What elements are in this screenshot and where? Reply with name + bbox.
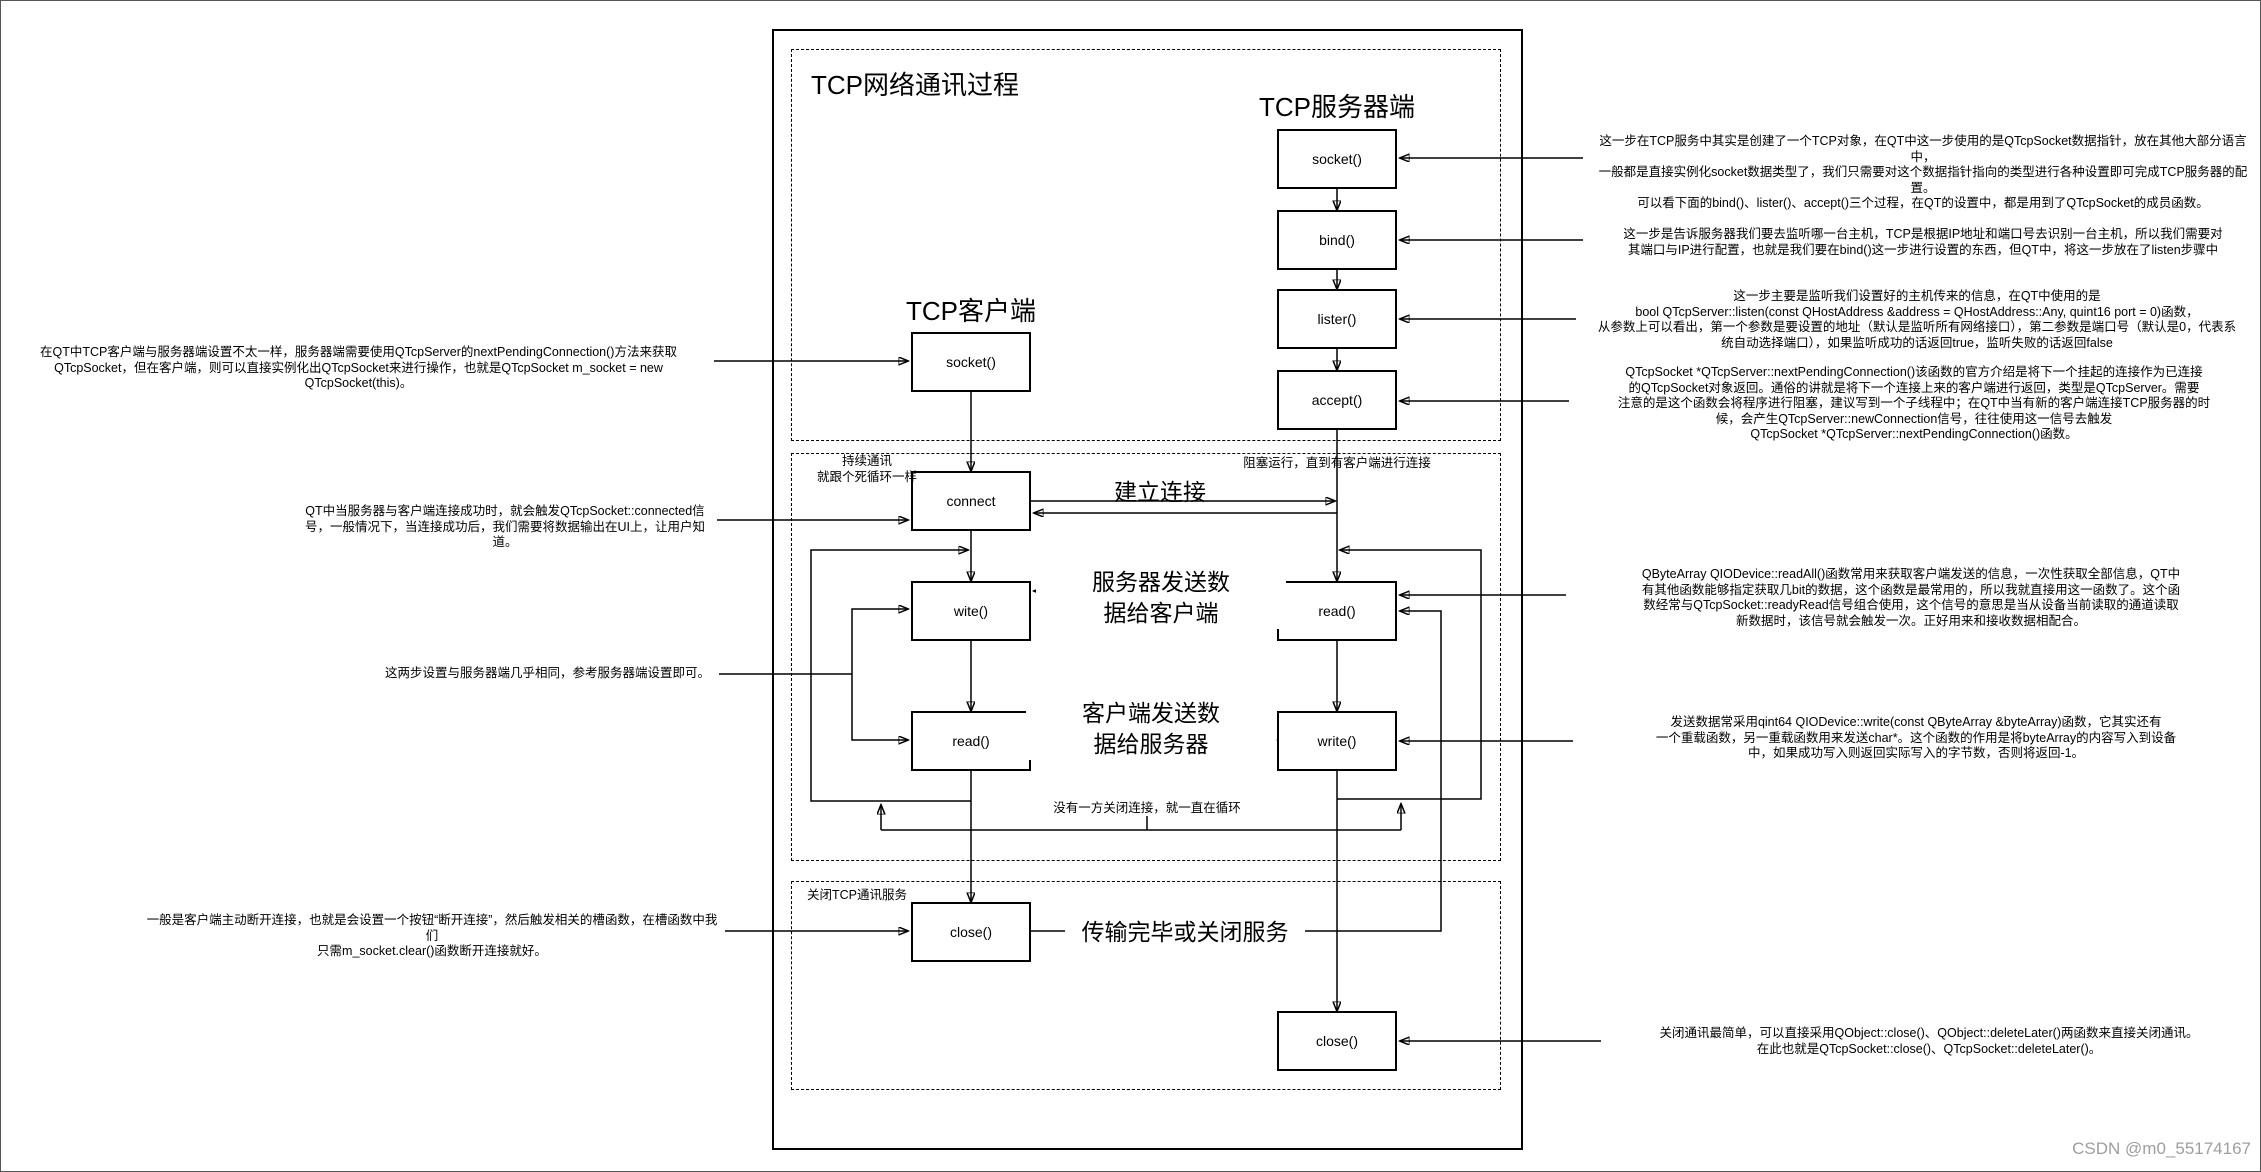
client-read-box: read() bbox=[911, 711, 1031, 771]
server-socket-label: socket() bbox=[1312, 151, 1362, 167]
client-socket-label: socket() bbox=[946, 354, 996, 370]
annotation-server-listen: 这一步主要是监听我们设置好的主机传来的信息，在QT中使用的是 bool QTcp… bbox=[1597, 289, 2237, 350]
client-connect-label: connect bbox=[946, 493, 996, 509]
server-sends-label: 服务器发送数 据给客户端 bbox=[1036, 567, 1286, 629]
server-write-box: write() bbox=[1277, 711, 1397, 771]
client-heading: TCP客户端 bbox=[905, 296, 1036, 326]
annotation-client-socket: 在QT中TCP客户端与服务器端设置不太一样，服务器端需要使用QTcpServer… bbox=[40, 345, 677, 390]
blocking-label: 阻塞运行，直到有客户端进行连接 bbox=[1243, 456, 1431, 470]
annotation-client-readwrite: 这两步设置与服务器端几乎相同，参考服务器端设置即可。 bbox=[384, 666, 710, 680]
annotation-server-write: 发送数据常采用qint64 QIODevice::write(const QBy… bbox=[1655, 715, 2177, 760]
annotation-server-bind: 这一步是告诉服务器我们要去监听哪一台主机，TCP是根据IP地址和端口号去识别一台… bbox=[1623, 227, 2223, 257]
annotation-server-accept: QTcpSocket *QTcpServer::nextPendingConne… bbox=[1617, 365, 2211, 441]
client-connect-box: connect bbox=[911, 471, 1031, 531]
server-read-box: read() bbox=[1277, 581, 1397, 641]
transfer-done-label: 传输完毕或关闭服务 bbox=[1065, 917, 1305, 948]
annotation-client-close: 一般是客户端主动断开连接，也就是会设置一个按钮“断开连接”，然后触发相关的槽函数… bbox=[146, 913, 718, 958]
client-read-label: read() bbox=[952, 733, 990, 749]
server-bind-label: bind() bbox=[1319, 232, 1355, 248]
csdn-watermark: CSDN @m0_55174167 bbox=[2072, 1139, 2251, 1158]
annotation-server-socket: 这一步在TCP服务中其实是创建了一个TCP对象，在QT中这一步使用的是QTcpS… bbox=[1598, 134, 2248, 210]
server-read-label: read() bbox=[1318, 603, 1356, 619]
outer-frame bbox=[772, 29, 1523, 1150]
client-close-box: close() bbox=[911, 902, 1031, 962]
server-socket-box: socket() bbox=[1277, 129, 1397, 189]
server-close-label: close() bbox=[1315, 1033, 1358, 1049]
server-heading: TCP服务器端 bbox=[1258, 92, 1415, 122]
annotation-server-close: 关闭通讯最简单，可以直接采用QObject::close()、QObject::… bbox=[1659, 1026, 2199, 1056]
server-write-label: write() bbox=[1317, 733, 1357, 749]
server-bind-box: bind() bbox=[1277, 210, 1397, 270]
loop-note-label: 没有一方关闭连接，就一直在循环 bbox=[1047, 800, 1247, 816]
server-listen-label: lister() bbox=[1317, 311, 1357, 327]
client-write-box: wite() bbox=[911, 581, 1031, 641]
keep-alive-label: 持续通讯 就跟个死循环一样 bbox=[816, 454, 917, 484]
server-close-box: close() bbox=[1277, 1011, 1397, 1071]
server-listen-box: lister() bbox=[1277, 289, 1397, 349]
establish-connection-label: 建立连接 bbox=[1114, 479, 1206, 505]
annotation-server-read: QByteArray QIODevice::readAll()函数常用来获取客户… bbox=[1641, 567, 2181, 628]
server-accept-label: accept() bbox=[1311, 392, 1363, 408]
setup-section-frame bbox=[791, 49, 1501, 441]
client-sends-label: 客户端发送数 据给服务器 bbox=[1026, 698, 1276, 760]
client-write-label: wite() bbox=[953, 603, 989, 619]
annotation-client-connect: QT中当服务器与客户端连接成功时，就会触发QTcpSocket::connect… bbox=[304, 504, 705, 549]
diagram-title: TCP网络通讯过程 bbox=[811, 70, 1020, 100]
client-close-label: close() bbox=[949, 924, 992, 940]
server-accept-box: accept() bbox=[1277, 370, 1397, 430]
client-socket-box: socket() bbox=[911, 332, 1031, 392]
close-section-label: 关闭TCP通讯服务 bbox=[807, 888, 908, 902]
